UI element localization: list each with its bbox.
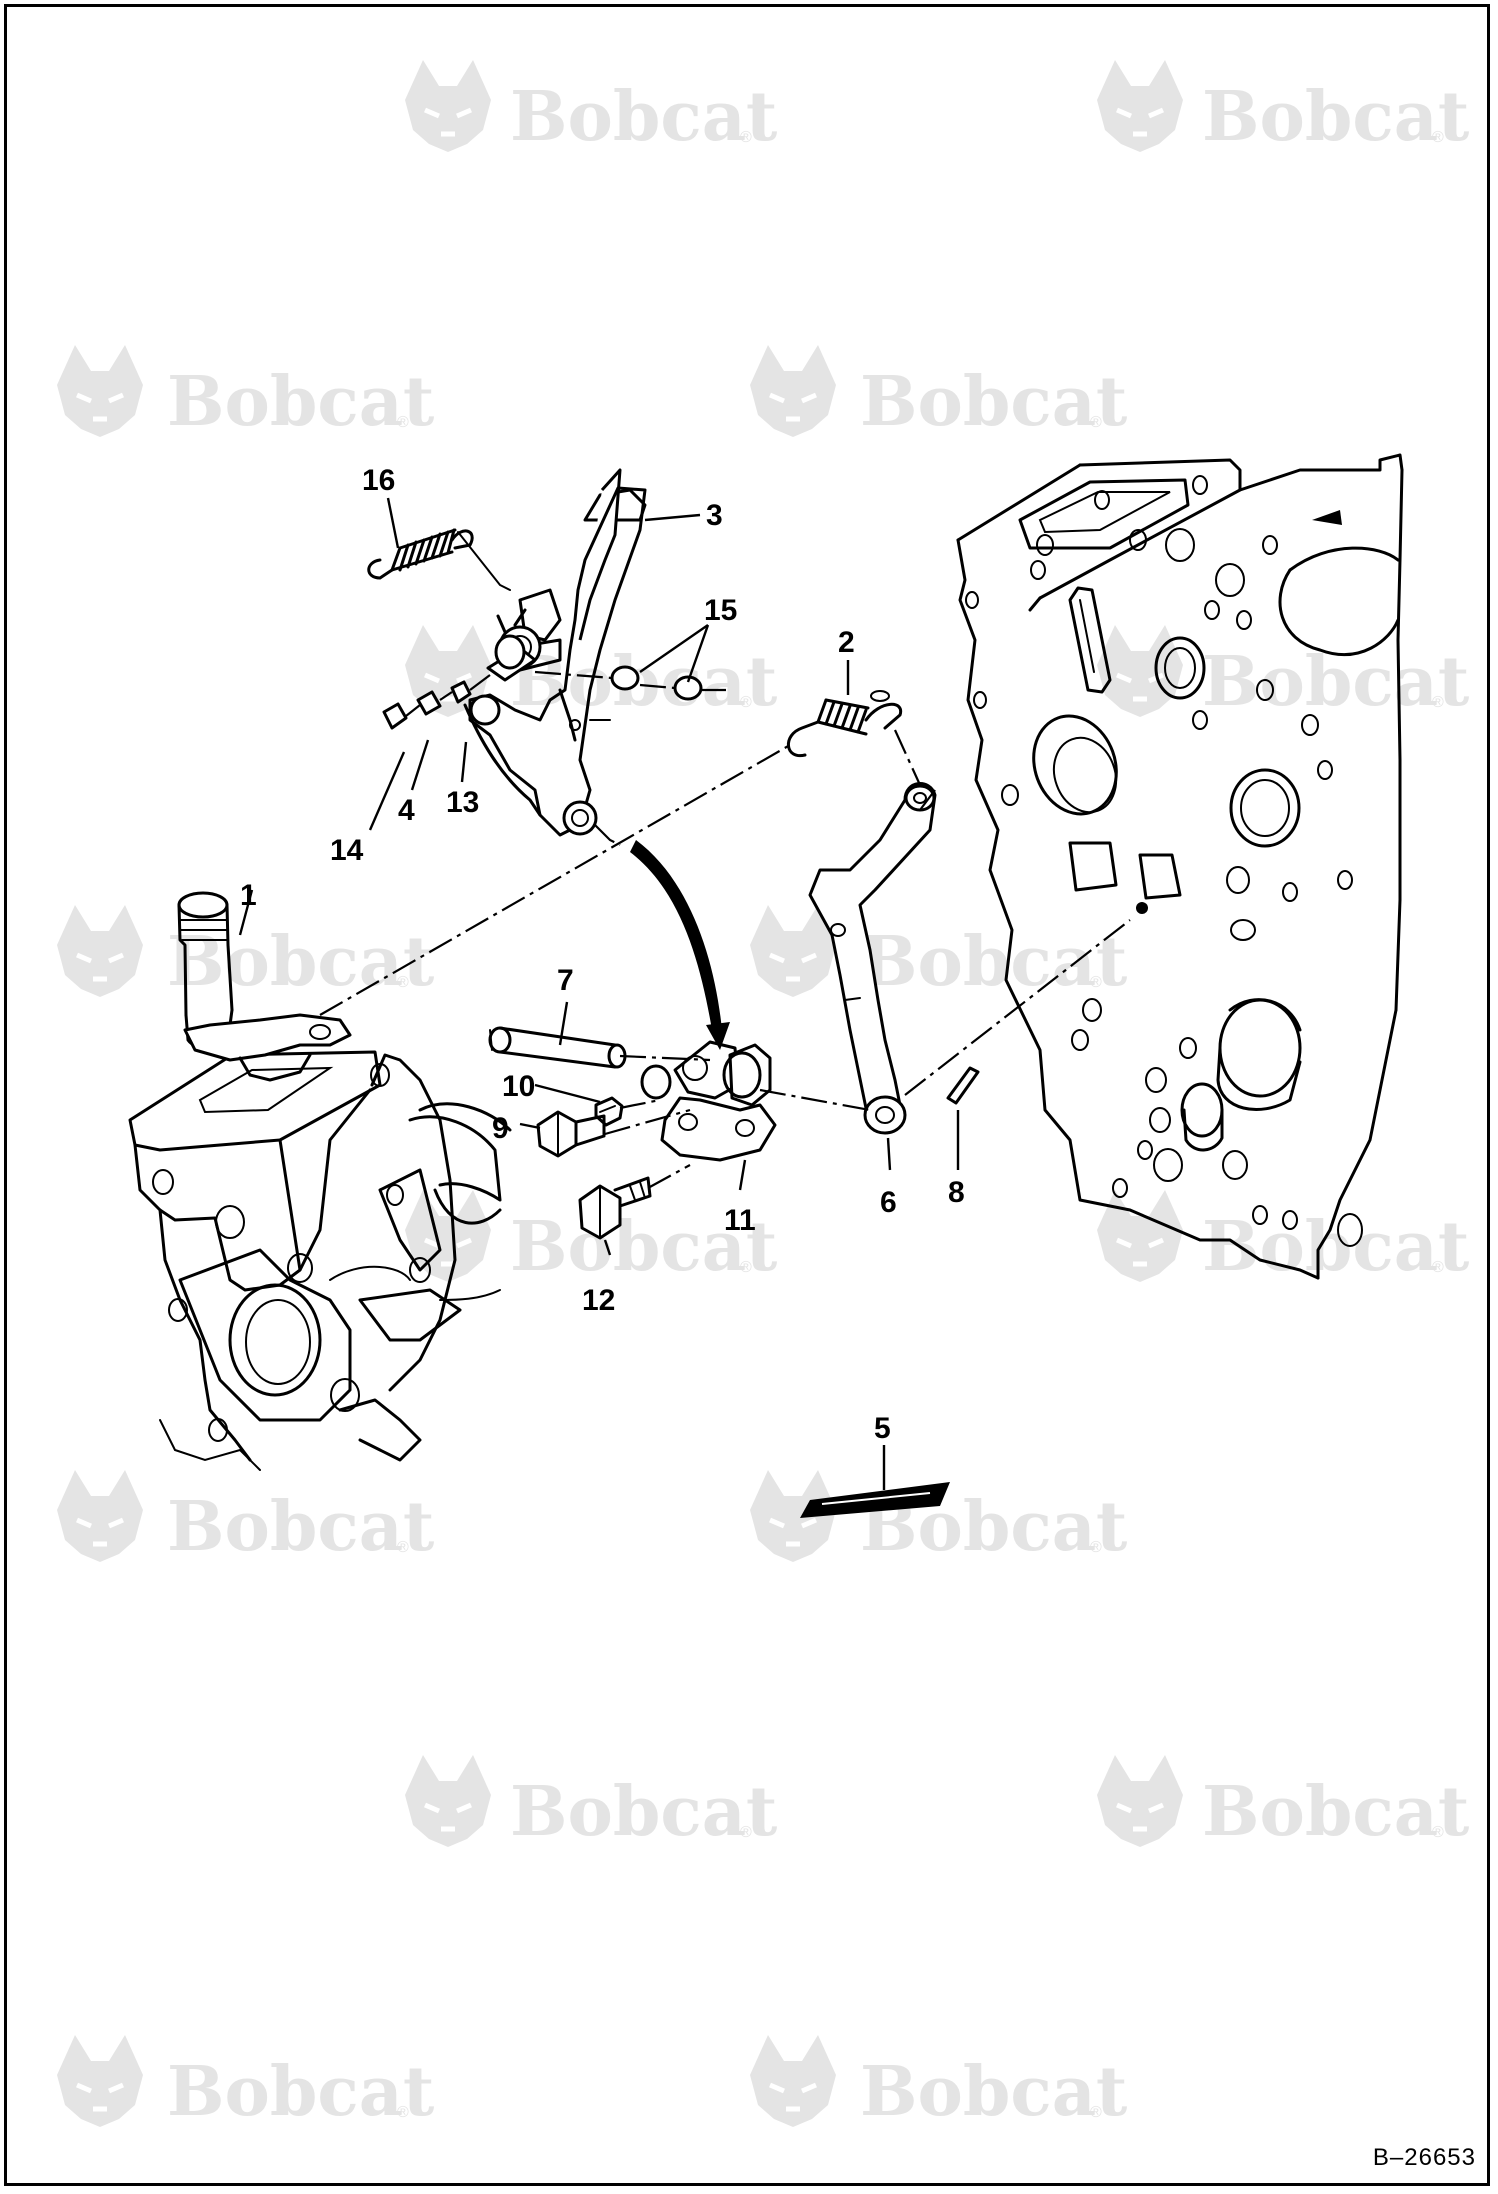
watermark-text: Bobcat <box>860 362 1128 442</box>
watermark-text: Bobcat <box>1202 1207 1470 1287</box>
callout-14: 14 <box>330 834 364 867</box>
watermark: Bobcat ® <box>750 905 1128 1002</box>
svg-text:®: ® <box>397 414 409 431</box>
watermark-text: Bobcat <box>167 362 435 442</box>
watermark-text: Bobcat <box>510 1207 778 1287</box>
bolt-9 <box>536 1110 606 1158</box>
part-14 <box>382 702 408 730</box>
callout-10: 10 <box>502 1070 535 1103</box>
watermark: Bobcat ® <box>1097 625 1470 722</box>
callout-6: 6 <box>880 1186 897 1219</box>
callout-9: 9 <box>492 1112 509 1145</box>
decal-5 <box>800 1482 950 1518</box>
watermark: Bobcat ® <box>57 2035 435 2132</box>
watermark: Bobcat ® <box>1097 1190 1470 1287</box>
spacer-10 <box>594 1096 624 1127</box>
assembly-lines <box>319 670 1131 1189</box>
svg-text:®: ® <box>1432 694 1444 711</box>
callout-8: 8 <box>948 1176 965 1209</box>
watermark-text: Bobcat <box>510 77 778 157</box>
svg-text:®: ® <box>1432 1259 1444 1276</box>
watermark: Bobcat ® <box>1097 60 1470 157</box>
callout-15: 15 <box>704 594 737 627</box>
spring-16 <box>367 528 511 591</box>
lever-6 <box>808 782 937 1135</box>
watermark: Bobcat ® <box>1097 1755 1470 1852</box>
watermark-text: Bobcat <box>1202 77 1470 157</box>
watermark-text: Bobcat <box>510 1772 778 1852</box>
svg-text:®: ® <box>397 974 409 991</box>
watermark-text: Bobcat <box>860 2052 1128 2132</box>
svg-text:®: ® <box>740 129 752 146</box>
svg-text:®: ® <box>740 1259 752 1276</box>
watermark-text: Bobcat <box>510 642 778 722</box>
spring-2 <box>786 690 903 758</box>
housing-bolt-holes <box>152 1063 431 1442</box>
small-parts <box>382 634 703 730</box>
watermark: Bobcat ® <box>57 1470 435 1567</box>
callout-labels: 1 2 3 4 5 6 7 8 9 10 11 12 13 14 15 16 <box>240 464 965 1445</box>
leader-lines <box>238 497 960 1490</box>
svg-text:®: ® <box>1090 974 1102 991</box>
watermark: Bobcat ® <box>57 345 435 442</box>
engine-bolt-holes <box>965 475 1363 1247</box>
callout-7: 7 <box>557 964 574 997</box>
watermark: Bobcat ® <box>750 345 1128 442</box>
callout-11: 11 <box>724 1204 756 1237</box>
callout-2: 2 <box>838 626 855 659</box>
watermark: Bobcat ® <box>405 1190 778 1287</box>
watermark: Bobcat ® <box>405 625 778 722</box>
bolt-12 <box>578 1176 652 1240</box>
watermark: Bobcat ® <box>750 2035 1128 2132</box>
watermark-text: Bobcat <box>1202 1772 1470 1852</box>
callout-5: 5 <box>874 1412 891 1445</box>
part-13 <box>450 680 472 704</box>
watermark: Bobcat ® <box>57 905 435 1002</box>
svg-text:®: ® <box>397 1539 409 1556</box>
governor-shaft <box>177 891 352 1082</box>
governor-housing <box>128 1050 512 1471</box>
callout-13: 13 <box>446 786 479 819</box>
svg-text:®: ® <box>740 694 752 711</box>
bracket-11 <box>640 1040 777 1162</box>
callout-4: 4 <box>398 794 415 827</box>
callout-12: 12 <box>582 1284 615 1317</box>
svg-text:®: ® <box>397 2104 409 2121</box>
svg-text:®: ® <box>1432 129 1444 146</box>
watermark-text: Bobcat <box>167 2052 435 2132</box>
svg-text:®: ® <box>1432 1824 1444 1841</box>
svg-text:®: ® <box>1090 2104 1102 2121</box>
part-4 <box>416 690 442 716</box>
callout-16: 16 <box>362 464 395 497</box>
svg-text:®: ® <box>740 1824 752 1841</box>
callout-1: 1 <box>240 879 257 912</box>
drawing-number: B–26653 <box>1372 2144 1476 2171</box>
engine-block <box>956 453 1404 1280</box>
pin-7 <box>488 1026 627 1069</box>
watermark-text: Bobcat <box>167 1487 435 1567</box>
part-15-a <box>610 665 640 691</box>
watermark: Bobcat ® <box>405 1755 778 1852</box>
svg-text:®: ® <box>1090 1539 1102 1556</box>
svg-text:®: ® <box>1090 414 1102 431</box>
callout-3: 3 <box>706 499 723 532</box>
watermark-text: Bobcat <box>860 922 1128 1002</box>
pin-8 <box>946 1066 980 1105</box>
watermark-layer: Bobcat ® Bobcat ® Bobcat ® Bobcat ® Bobc… <box>57 60 1470 2132</box>
diagram-frame <box>4 4 1490 2186</box>
watermark: Bobcat ® <box>405 60 778 157</box>
watermark-text: Bobcat <box>167 922 435 1002</box>
